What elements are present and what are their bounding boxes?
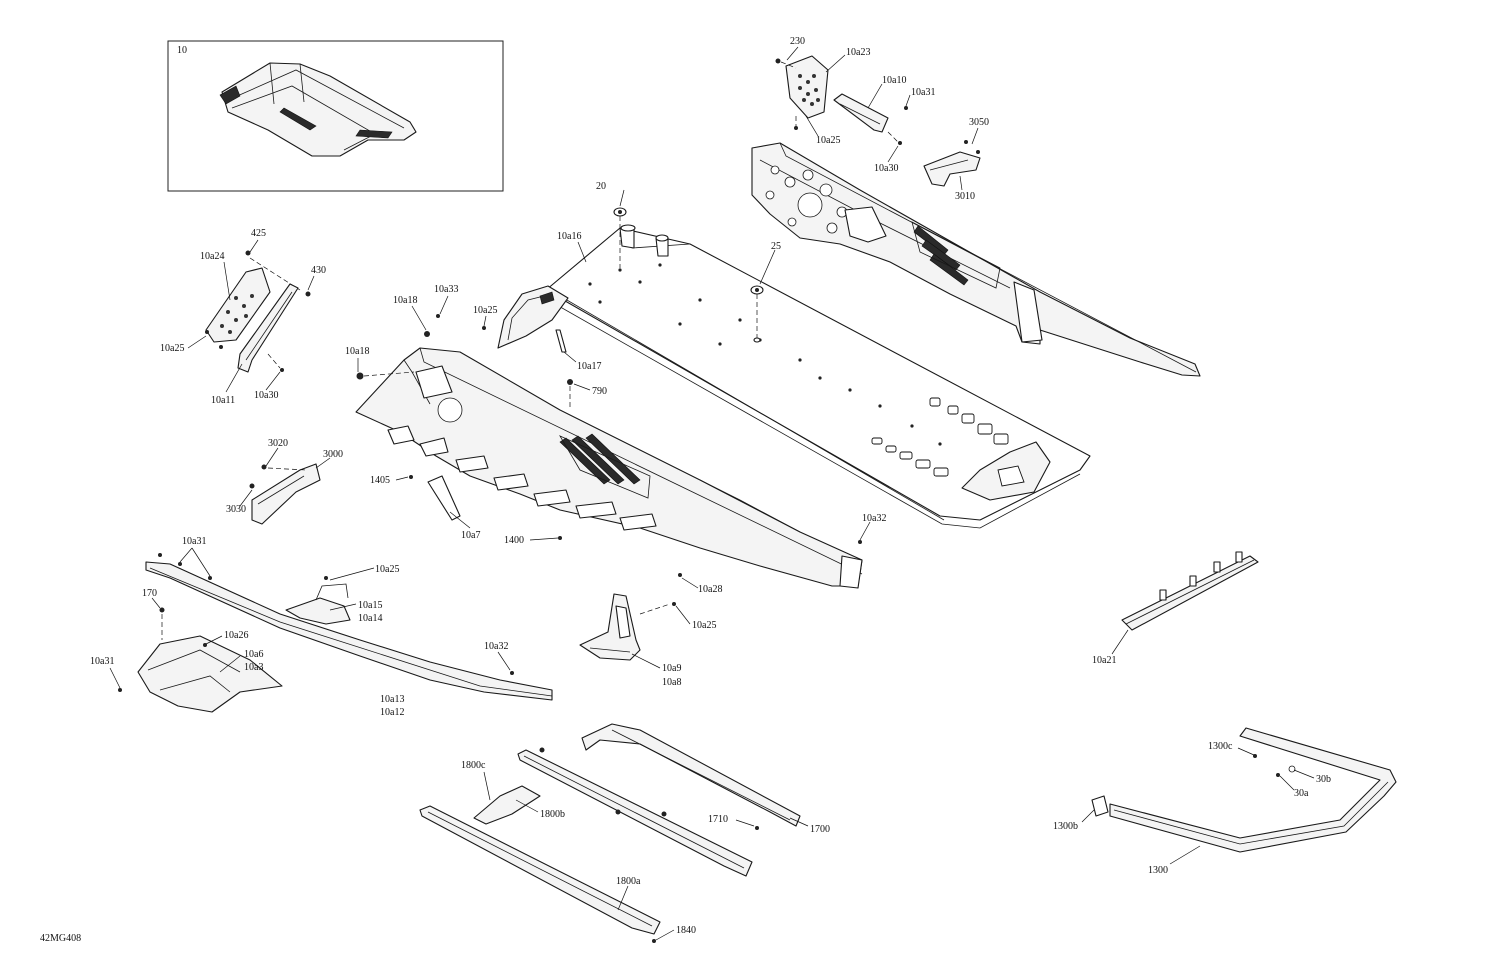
- callout-10a31-bl: 10a31: [182, 536, 206, 547]
- callout-10a24: 10a24: [200, 251, 224, 262]
- callout-10a25-br: 10a25: [692, 620, 716, 631]
- front-tunnel-vents: [559, 433, 651, 499]
- callout-30a: 30a: [1294, 788, 1309, 799]
- bumper-10a13: [145, 553, 553, 701]
- callout-10a9: 10a9: [662, 663, 681, 674]
- callout-10a11: 10a11: [211, 395, 235, 406]
- bracket-10a9: [579, 593, 676, 661]
- right-side-panel: [751, 142, 1201, 377]
- callout-10a25-bl: 10a25: [375, 564, 399, 575]
- callout-10a16: 10a16: [557, 231, 581, 242]
- callout-1800c: 1800c: [461, 760, 486, 771]
- callout-10a15: 10a15: [358, 600, 382, 611]
- callout-10a13: 10a13: [380, 694, 404, 705]
- callout-10a21: 10a21: [1092, 655, 1116, 666]
- callout-1800b: 1800b: [540, 809, 565, 820]
- callout-10a30-left: 10a30: [254, 390, 278, 401]
- diagram-code: 42MG408: [40, 933, 81, 944]
- callout-30b: 30b: [1316, 774, 1331, 785]
- callout-790: 790: [592, 386, 607, 397]
- right-panel-holes: [765, 165, 887, 243]
- callout-3030: 3030: [226, 504, 246, 515]
- callout-1840: 1840: [676, 925, 696, 936]
- rail-1700: [581, 723, 801, 830]
- callout-1300c: 1300c: [1208, 741, 1233, 752]
- callout-1800a: 1800a: [616, 876, 641, 887]
- callout-425: 425: [251, 228, 266, 239]
- center-fasteners: [356, 314, 862, 577]
- callout-10a14: 10a14: [358, 613, 382, 624]
- callout-10a31-left: 10a31: [90, 656, 114, 667]
- callout-10a23: 10a23: [846, 47, 870, 58]
- callout-10a30-top: 10a30: [874, 163, 898, 174]
- callout-10a32-mid: 10a32: [862, 513, 886, 524]
- plate-10a15: [285, 576, 351, 625]
- callout-1405: 1405: [370, 475, 390, 486]
- callout-170: 170: [142, 588, 157, 599]
- bracket-3000: [249, 463, 321, 525]
- callout-10a18-a: 10a18: [393, 295, 417, 306]
- callout-10a32-low: 10a32: [484, 641, 508, 652]
- callout-1300: 1300: [1148, 865, 1168, 876]
- front-bulkhead-cover: [497, 285, 569, 349]
- callout-10a3: 10a3: [244, 662, 263, 673]
- callout-3010: 3010: [955, 191, 975, 202]
- callout-3020: 3020: [268, 438, 288, 449]
- callout-10a26: 10a26: [224, 630, 248, 641]
- callout-10a25-top: 10a25: [816, 135, 840, 146]
- callout-10a18-b: 10a18: [345, 346, 369, 357]
- rail-10a21: [1121, 551, 1259, 631]
- callout-1400: 1400: [504, 535, 524, 546]
- bracket-10a24: [205, 250, 311, 349]
- callout-25: 25: [771, 241, 781, 252]
- callout-3050: 3050: [969, 117, 989, 128]
- callout-10a6: 10a6: [244, 649, 263, 660]
- callout-10a17: 10a17: [577, 361, 601, 372]
- inset-assembly: 10: [167, 40, 504, 192]
- right-panel-vents: [911, 221, 1001, 289]
- callout-1300b: 1300b: [1053, 821, 1078, 832]
- callout-10a25-mid: 10a25: [473, 305, 497, 316]
- front-tunnel: [355, 347, 863, 589]
- callout-1700: 1700: [810, 824, 830, 835]
- callout-10a12: 10a12: [380, 707, 404, 718]
- callout-430: 430: [311, 265, 326, 276]
- leader-lines: [109, 46, 1315, 941]
- bracket-10a10: [794, 93, 908, 145]
- callout-10a33: 10a33: [434, 284, 458, 295]
- callout-230: 230: [790, 36, 805, 47]
- callout-10a8: 10a8: [662, 677, 681, 688]
- inset-tunnel-drawing: [219, 62, 417, 157]
- callout-labels: 230 10a23 10a10 10a31 10a25 10a30 3050 3…: [90, 36, 1331, 936]
- callout-1710: 1710: [708, 814, 728, 825]
- bracket-10a23: [775, 55, 829, 119]
- callout-20: 20: [596, 181, 606, 192]
- top-plate-slots: [871, 397, 1051, 501]
- callout-10a25-left: 10a25: [160, 343, 184, 354]
- skid-10a26: [118, 607, 283, 713]
- front-tunnel-side-details: [387, 365, 657, 531]
- inset-label: 10: [177, 45, 187, 56]
- tunnel-top-plate: [545, 227, 1091, 529]
- top-tubes: [613, 207, 669, 257]
- callout-10a10: 10a10: [882, 75, 906, 86]
- callout-10a31-top: 10a31: [911, 87, 935, 98]
- bracket-10a11: [237, 283, 299, 373]
- rail-1800b: [473, 747, 753, 877]
- grommet-25: [619, 216, 764, 343]
- rail-1800a: [419, 805, 661, 943]
- callout-10a28: 10a28: [698, 584, 722, 595]
- callout-3000: 3000: [323, 449, 343, 460]
- callout-10a7: 10a7: [461, 530, 480, 541]
- bracket-3010: [923, 140, 981, 187]
- bumper-1300: [1091, 727, 1397, 853]
